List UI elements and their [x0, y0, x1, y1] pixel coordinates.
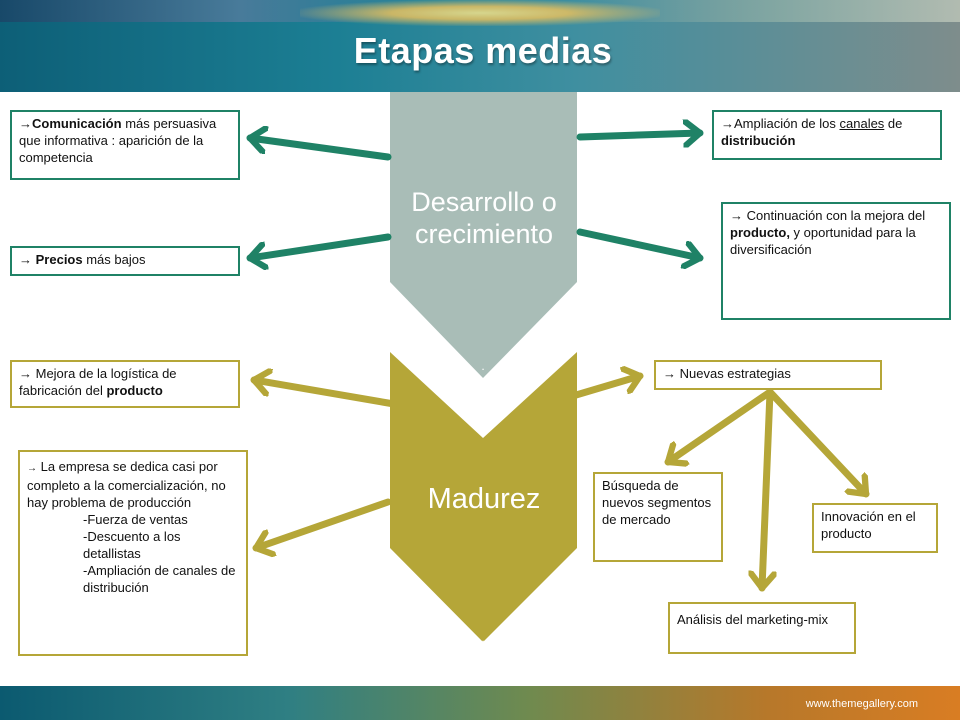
continuacion-rest: y oportunidad para la diversificación — [730, 225, 916, 257]
analisis-box: Análisis del marketing-mix — [668, 602, 856, 654]
canales-bold: distribución — [721, 133, 796, 148]
arrow-glyph: → — [663, 366, 676, 381]
header-bar — [0, 0, 960, 92]
maturity-stage-dot: . — [481, 631, 485, 645]
analisis-text: Análisis del marketing-mix — [677, 612, 828, 627]
maturity-stage-label: Madurez — [427, 483, 541, 515]
busqueda-text: Búsqueda de nuevos segmentos de mercado — [602, 478, 712, 527]
arrow-glyph: → — [730, 208, 743, 223]
maturity-chevron — [390, 352, 577, 642]
arrow-to-busqueda — [664, 388, 774, 462]
arrow-to-comunicacion — [246, 138, 392, 161]
nuevas-text: Nuevas estrategias — [676, 366, 791, 381]
arrow-to-logistica — [250, 380, 398, 408]
canales-box: →Ampliación de los canales de distribuci… — [712, 110, 942, 160]
arrow-to-nuevas — [562, 376, 644, 402]
arrow-to-analisis — [762, 388, 770, 592]
logistica-box: → Mejora de la logística de fabricación … — [10, 360, 240, 408]
precios-text: más bajos — [82, 252, 146, 267]
arrow-glyph: → — [721, 116, 734, 131]
arrow-to-precios — [246, 233, 392, 258]
canales-mid: de — [884, 116, 903, 131]
page-title: Etapas medias — [353, 30, 613, 71]
continuacion-text: Continuación con la mejora del — [743, 208, 926, 223]
header-glow — [300, 0, 660, 26]
continuacion-box: → Continuación con la mejora del product… — [721, 202, 951, 320]
empresa-text: La empresa se dedica casi por completo a… — [27, 459, 226, 510]
logistica-bold: producto — [106, 383, 163, 398]
arrow-glyph: → — [27, 463, 37, 474]
arrow-to-continuacion — [576, 228, 704, 258]
arrow-glyph: → — [19, 252, 32, 267]
arrow-to-empresa — [252, 498, 392, 548]
empresa-box: → La empresa se dedica casi por completo… — [18, 450, 248, 656]
growth-stage-label: Desarrollo o crecimiento — [411, 187, 557, 249]
arrow-to-canales — [576, 133, 704, 137]
empresa-item: -Ampliación de canales de distribución — [83, 563, 236, 595]
growth-stage-dot: . — [481, 359, 485, 373]
arrow-glyph: → — [19, 116, 32, 131]
canales-text: Ampliación de los — [734, 116, 840, 131]
footer-url[interactable]: www.themegallery.com — [805, 698, 918, 710]
precios-bold: Precios — [35, 252, 83, 267]
comunicacion-bold: Comunicación — [32, 116, 122, 131]
empresa-item: -Descuento a los detallistas — [83, 529, 181, 561]
innovacion-text: Innovación en el producto — [821, 509, 916, 541]
busqueda-box: Búsqueda de nuevos segmentos de mercado — [593, 472, 723, 562]
nuevas-estrategias-box: → Nuevas estrategias — [654, 360, 882, 390]
arrow-to-innovacion — [766, 388, 870, 498]
canales-underlined: canales — [839, 116, 885, 131]
arrow-glyph: → — [19, 366, 32, 381]
growth-chevron — [390, 92, 577, 378]
comunicacion-box: →Comunicación más persuasiva que informa… — [10, 110, 240, 180]
logistica-text: Mejora de la logística de fabricación de… — [19, 366, 177, 398]
comunicacion-text: más persuasiva que informativa : aparici… — [19, 116, 217, 165]
empresa-item: -Fuerza de ventas — [83, 512, 188, 527]
footer-bar — [0, 686, 960, 720]
innovacion-box: Innovación en el producto — [812, 503, 938, 553]
precios-box: → Precios más bajos — [10, 246, 240, 276]
continuacion-bold: producto, — [730, 225, 790, 240]
